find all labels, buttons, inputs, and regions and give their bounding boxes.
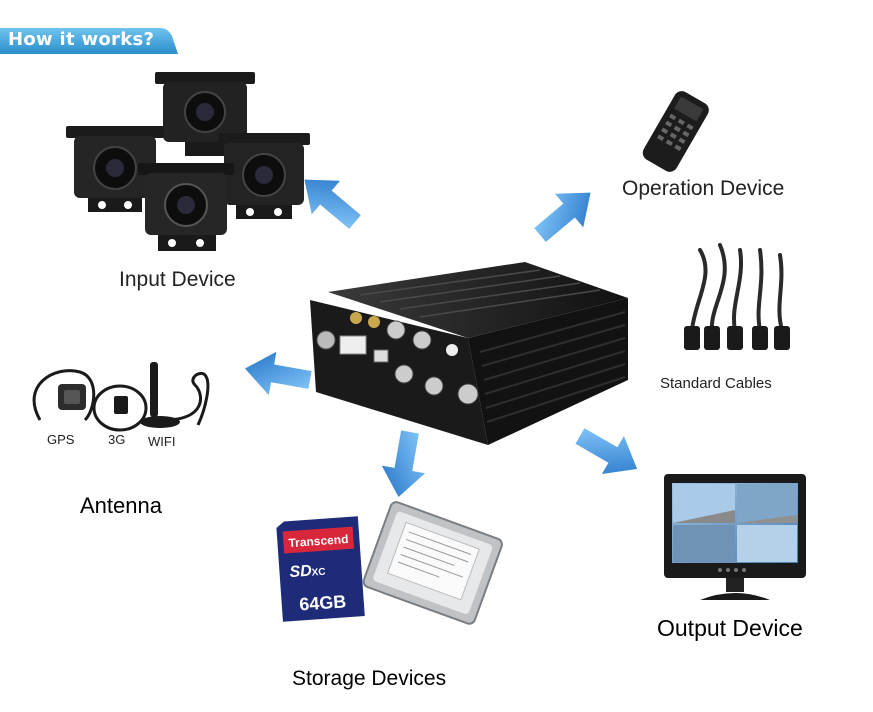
dvr-connectors — [316, 312, 479, 405]
label-operation-device: Operation Device — [622, 177, 785, 200]
label-wifi: WIFI — [148, 434, 176, 449]
label-output-device: Output Device — [657, 615, 803, 641]
arrow-to-antenna — [245, 351, 312, 396]
arrow-to-output — [575, 428, 638, 475]
mobile-dvr-device — [310, 262, 628, 445]
arrow-to-operation — [534, 192, 591, 242]
sd-brand: Transcend — [288, 532, 349, 550]
sd-type: SD — [289, 563, 313, 582]
3g-antenna-icon — [92, 384, 148, 432]
label-storage-devices: Storage Devices — [292, 667, 447, 690]
label-antenna: Antenna — [80, 493, 162, 518]
hard-disk-icon — [362, 501, 503, 625]
camera-icon — [138, 163, 234, 251]
how-it-works-banner — [0, 28, 178, 54]
arrow-to-storage — [381, 430, 426, 497]
camera-icon — [155, 72, 255, 156]
cable-connectors — [684, 326, 790, 350]
gps-antenna-icon — [32, 369, 96, 422]
sd-capacity: 64GB — [299, 591, 347, 614]
label-3g: 3G — [108, 432, 126, 447]
camera-group — [66, 72, 310, 251]
cables-icon — [690, 243, 784, 332]
arrow-to-input — [304, 179, 361, 229]
monitor-icon — [664, 474, 806, 600]
label-gps: GPS — [47, 432, 75, 447]
label-input-device: Input Device — [119, 268, 236, 291]
sd-class: XC — [311, 567, 326, 579]
monitor-quad-views — [673, 484, 797, 562]
sd-card-icon: Transcend SD XC 64GB — [276, 516, 365, 622]
remote-control-icon — [642, 91, 709, 172]
camera-icon — [66, 126, 164, 212]
wifi-antenna-icon — [140, 362, 210, 428]
camera-icon — [218, 133, 310, 219]
banner-title: How it works? — [8, 29, 155, 50]
label-standard-cables: Standard Cables — [660, 375, 772, 392]
